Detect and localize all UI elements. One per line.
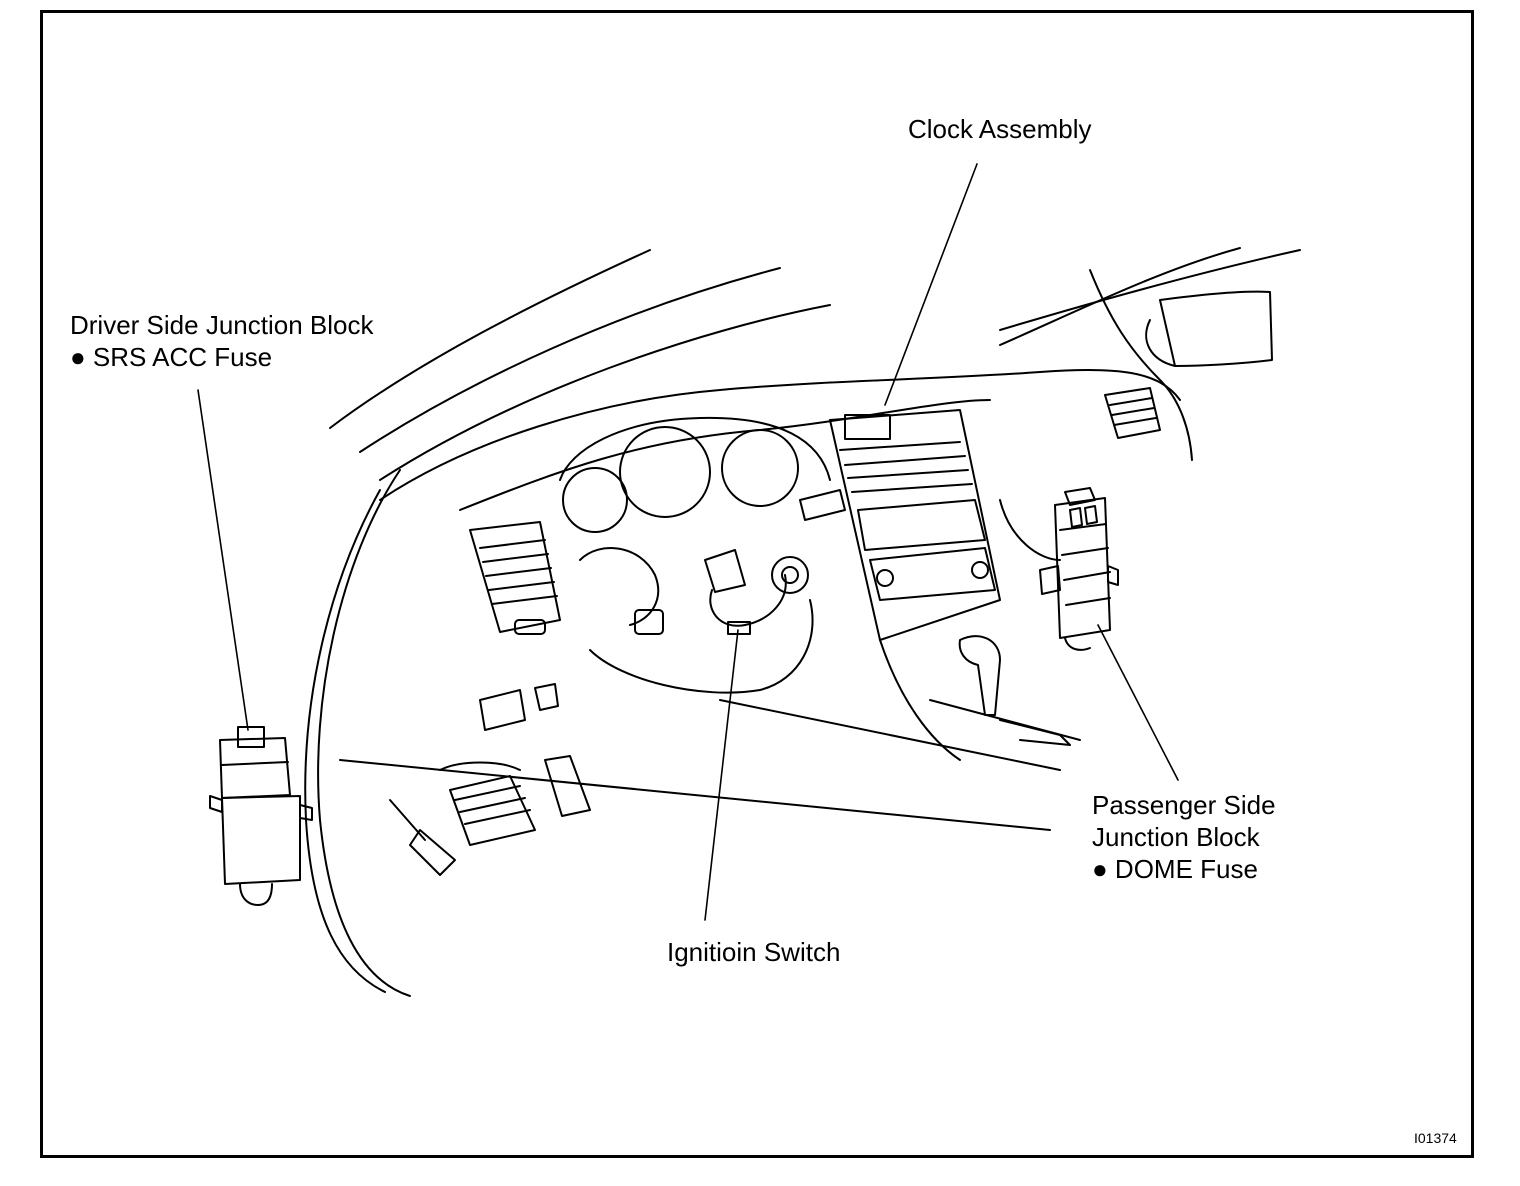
diagram-frame	[40, 10, 1474, 1158]
left-air-vent	[469, 521, 561, 635]
driver-junction-block-drawing	[209, 726, 313, 906]
right-air-vent	[1104, 387, 1161, 439]
windshield-lines	[329, 247, 1301, 481]
ignition-leader-line	[704, 629, 739, 921]
instrument-cluster	[559, 416, 831, 533]
ignition-switch-drawing	[704, 549, 809, 635]
passenger-block-leader-line	[1097, 624, 1179, 781]
figure-id: I01374	[1414, 1130, 1457, 1146]
passenger-junction-block-drawing	[1039, 487, 1119, 651]
passenger-block-label-line1: Passenger Side	[1092, 790, 1276, 820]
clock-assembly-label: Clock Assembly	[908, 114, 1092, 144]
leader-lines	[197, 163, 1179, 921]
passenger-block-fuse-label: ● DOME Fuse	[1092, 854, 1258, 884]
steering-column	[579, 489, 846, 694]
clock-leader-line	[884, 163, 978, 406]
door-pillar	[304, 469, 411, 997]
driver-block-title-label: Driver Side Junction Block	[70, 310, 374, 340]
driver-block-fuse-label: ● SRS ACC Fuse	[70, 342, 273, 372]
dashboard-top	[379, 269, 1193, 511]
passenger-block-label-line2: Junction Block	[1092, 822, 1260, 852]
driver-block-leader-line	[197, 389, 249, 731]
ignition-switch-label: Ignitioin Switch	[667, 937, 841, 967]
center-stack	[829, 409, 1001, 641]
side-mirror	[1145, 290, 1273, 367]
pedals	[389, 755, 591, 876]
shift-lever	[879, 635, 1081, 761]
lower-dash	[339, 499, 1061, 831]
